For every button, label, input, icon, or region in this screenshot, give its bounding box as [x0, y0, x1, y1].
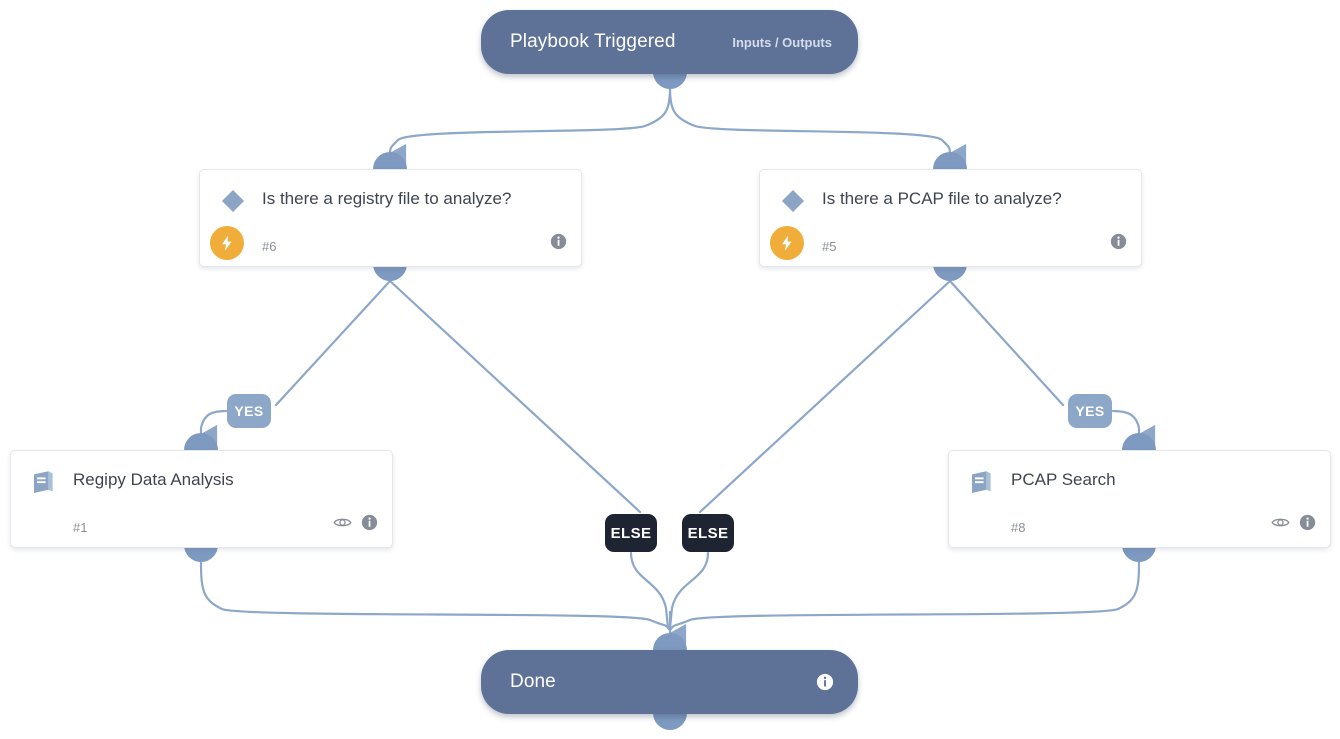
- pcap-search-title: PCAP Search: [1011, 470, 1116, 489]
- eye-icon[interactable]: [1271, 515, 1290, 535]
- regipy-output-port[interactable]: [184, 545, 218, 562]
- diamond-icon: [778, 186, 808, 221]
- node-regipy-data-analysis[interactable]: Regipy Data Analysis #1: [10, 450, 393, 548]
- done-input-port[interactable]: [653, 633, 687, 650]
- pcap-search-number: #8: [1011, 520, 1026, 535]
- pcap-decision-actions[interactable]: [1110, 233, 1127, 255]
- branch-label-else-left[interactable]: ELSE: [605, 514, 657, 552]
- node-pcap-decision[interactable]: Is there a PCAP file to analyze? #5: [759, 169, 1142, 267]
- branch-label-else-right[interactable]: ELSE: [682, 514, 734, 552]
- pcap-decision-input-port[interactable]: [933, 152, 967, 169]
- edge-registry-else: [388, 279, 642, 514]
- info-icon[interactable]: [361, 514, 378, 536]
- edge-else-right-to-done: [668, 551, 710, 630]
- node-playbook-triggered[interactable]: Playbook Triggered Inputs / Outputs: [481, 10, 858, 74]
- registry-decision-title: Is there a registry file to analyze?: [262, 189, 512, 208]
- branch-label-yes-left[interactable]: YES: [227, 394, 271, 428]
- edge-pcap-else: [698, 279, 952, 514]
- edge-pcap-yes: [948, 279, 1065, 407]
- registry-decision-actions[interactable]: [550, 233, 567, 255]
- start-output-port[interactable]: [653, 72, 687, 89]
- node-registry-decision[interactable]: Is there a registry file to analyze? #6: [199, 169, 582, 267]
- lightning-bolt-icon: [770, 226, 804, 260]
- edge-start-to-registry: [387, 86, 672, 165]
- branch-label-yes-right[interactable]: YES: [1068, 394, 1112, 428]
- registry-decision-number: #6: [262, 239, 277, 254]
- eye-icon[interactable]: [333, 515, 352, 535]
- inputs-outputs-label[interactable]: Inputs / Outputs: [732, 34, 832, 50]
- regipy-number: #1: [73, 520, 88, 535]
- edge-registry-yes: [274, 279, 392, 407]
- registry-decision-input-port[interactable]: [373, 152, 407, 169]
- node-pcap-search[interactable]: PCAP Search #8: [948, 450, 1331, 548]
- regipy-input-port[interactable]: [184, 433, 218, 450]
- diamond-icon: [218, 186, 248, 221]
- pcap-search-output-port[interactable]: [1122, 545, 1156, 562]
- pcap-search-input-port[interactable]: [1122, 433, 1156, 450]
- regipy-title: Regipy Data Analysis: [73, 470, 234, 489]
- pcap-decision-number: #5: [822, 239, 837, 254]
- edge-regipy-to-done: [199, 560, 671, 631]
- edge-else-left-to-done: [629, 551, 670, 630]
- pcap-search-actions[interactable]: [1271, 514, 1316, 536]
- edge-pcap-search-to-done: [669, 560, 1141, 631]
- registry-decision-output-port[interactable]: [373, 264, 407, 281]
- playbook-book-icon: [967, 467, 997, 502]
- done-output-port[interactable]: [653, 713, 687, 730]
- edge-yes-to-regipy: [198, 409, 228, 446]
- info-icon[interactable]: [1110, 233, 1127, 255]
- regipy-actions[interactable]: [333, 514, 378, 536]
- info-icon[interactable]: [550, 233, 567, 255]
- edge-start-to-pcap: [668, 86, 967, 165]
- done-title: Done: [510, 671, 556, 692]
- edge-yes-to-pcap-search: [1111, 409, 1156, 446]
- info-icon[interactable]: [1299, 514, 1316, 536]
- done-info-icon[interactable]: [816, 673, 834, 691]
- pcap-decision-title: Is there a PCAP file to analyze?: [822, 189, 1062, 208]
- node-done[interactable]: Done: [481, 650, 858, 714]
- playbook-triggered-title: Playbook Triggered: [510, 31, 676, 52]
- lightning-bolt-icon: [210, 226, 244, 260]
- playbook-book-icon: [29, 467, 59, 502]
- pcap-decision-output-port[interactable]: [933, 264, 967, 281]
